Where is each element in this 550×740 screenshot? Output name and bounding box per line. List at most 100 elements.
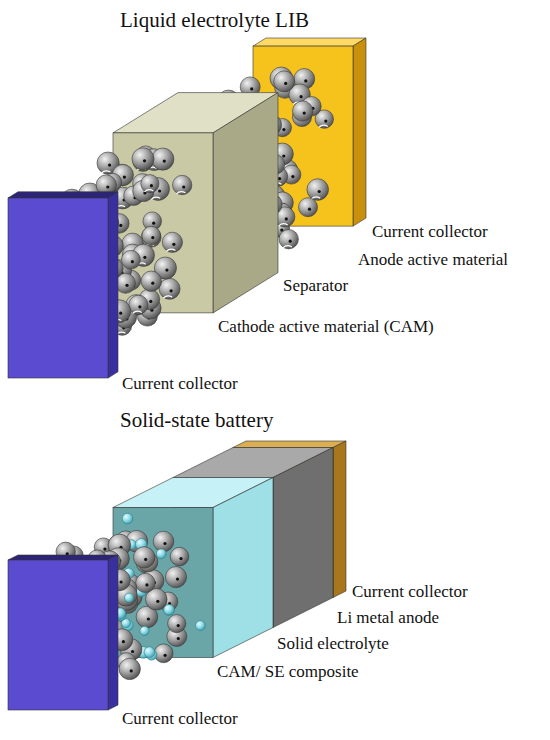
particle-dot <box>318 190 321 193</box>
active-particle <box>129 295 148 314</box>
active-particle <box>132 148 154 170</box>
active-particle <box>154 644 173 663</box>
active-particle <box>152 148 174 170</box>
electrolyte-stroke <box>283 246 292 248</box>
particle-dot <box>278 177 281 180</box>
particle-dot <box>149 300 152 303</box>
particle-dot <box>131 650 134 653</box>
particle-dot <box>282 154 285 157</box>
particle-dot <box>151 236 154 239</box>
part-label: Current collector <box>352 582 468 602</box>
particle-dot <box>177 637 180 640</box>
active-particle <box>274 71 295 92</box>
particle-dot <box>165 269 168 272</box>
active-particle <box>307 179 329 201</box>
active-particle <box>141 175 159 193</box>
electrolyte-particle <box>140 626 149 635</box>
particle-dot <box>179 557 182 560</box>
part-label: Solid electrolyte <box>277 634 389 654</box>
active-particle <box>170 547 189 566</box>
particle-dot <box>284 82 287 85</box>
electrolyte-stroke <box>166 249 175 251</box>
particle-dot <box>123 176 126 179</box>
active-particle <box>141 271 161 291</box>
particle-dot <box>119 312 122 315</box>
separator-side <box>213 93 278 313</box>
part-label: Current collector <box>122 709 238 729</box>
current-collector-side <box>333 441 346 598</box>
electrolyte-stroke <box>176 192 185 194</box>
particle-dot <box>131 260 134 263</box>
part-label: Separator <box>283 276 348 296</box>
particle-dot <box>147 617 150 620</box>
current-collector-top <box>8 555 118 560</box>
particle-dot <box>130 669 133 672</box>
particle-dot <box>303 112 306 115</box>
active-particle <box>299 198 318 217</box>
active-particle <box>119 658 140 679</box>
section-heading: Liquid electrolyte LIB <box>120 8 309 32</box>
electrolyte-particle <box>122 513 133 524</box>
electrolyte-particle <box>156 549 166 559</box>
active-particle <box>134 547 155 568</box>
active-particle <box>293 101 313 121</box>
particle-dot <box>120 580 123 583</box>
particle-dot <box>163 542 166 545</box>
electrolyte-stroke <box>144 190 153 192</box>
particle-dot <box>150 184 153 187</box>
active-particle <box>279 230 298 249</box>
particle-dot <box>103 548 106 551</box>
particle-dot <box>106 185 109 188</box>
particle-dot <box>164 654 167 657</box>
current-collector-top <box>233 441 346 448</box>
particle-dot <box>151 282 154 285</box>
active-particle <box>165 567 186 588</box>
electrolyte-particle <box>164 604 175 615</box>
particle-dot <box>176 578 179 581</box>
active-particle <box>142 226 161 245</box>
particle-dot <box>172 243 175 246</box>
particle-dot <box>300 95 303 98</box>
particle-dot <box>152 222 155 225</box>
active-particle <box>159 278 180 299</box>
electrolyte-stroke <box>279 224 288 226</box>
part-label: Cathode active material (CAM) <box>218 317 434 337</box>
electrolyte-stroke <box>151 197 160 199</box>
active-particle <box>173 175 192 194</box>
particle-dot <box>122 640 125 643</box>
particle-dot <box>291 175 294 178</box>
part-label: CAM/ SE composite <box>217 662 359 682</box>
particle-dot <box>250 87 253 90</box>
electrolyte-stroke <box>163 296 172 298</box>
particle-dot <box>285 217 288 220</box>
particle-dot <box>143 256 146 259</box>
particle-dot <box>182 185 185 188</box>
particle-dot <box>282 128 285 131</box>
particle-dot <box>138 305 141 308</box>
current-collector-front <box>8 198 108 378</box>
part-label: Current collector <box>122 374 238 394</box>
part-label: Current collector <box>372 222 488 242</box>
part-label: Anode active material <box>358 250 508 270</box>
li-metal-anode-side <box>273 448 333 628</box>
particle-dot <box>163 160 166 163</box>
particle-dot <box>143 159 146 162</box>
particle-dot <box>289 240 292 243</box>
electrolyte-particle <box>196 621 206 631</box>
current-collector-side <box>108 555 118 710</box>
electrolyte-particle <box>164 605 175 616</box>
particle-dot <box>324 120 327 123</box>
active-particle <box>168 615 186 633</box>
electrolyte-particle <box>144 647 155 658</box>
solid-electrolyte-side <box>213 478 273 658</box>
current-collector-side <box>353 38 366 226</box>
particle-dot <box>308 208 311 211</box>
particle-dot <box>108 164 111 167</box>
particle-dot <box>125 284 128 287</box>
current-collector-top <box>8 192 118 198</box>
particle-dot <box>144 558 147 561</box>
active-particle <box>136 573 155 592</box>
current-collector-top <box>253 38 366 46</box>
particle-dot <box>304 79 307 82</box>
